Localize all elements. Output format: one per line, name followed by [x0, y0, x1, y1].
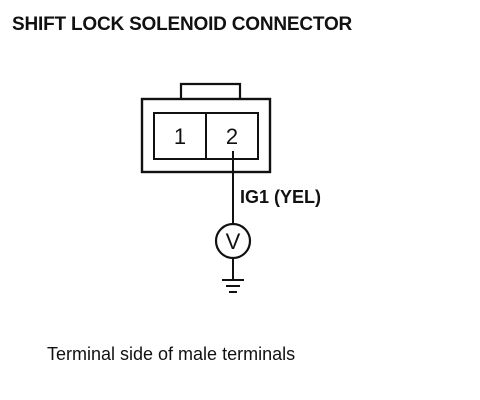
diagram-caption: Terminal side of male terminals — [47, 344, 296, 364]
voltmeter-icon: V — [214, 222, 252, 260]
terminal-1-label: 1 — [174, 124, 186, 149]
voltmeter-symbol: V — [226, 229, 241, 254]
diagram-title: SHIFT LOCK SOLENOID CONNECTOR — [12, 14, 353, 35]
connector-housing — [140, 97, 272, 174]
terminal-2-label: 2 — [226, 124, 238, 149]
wire-label: IG1 (YEL) — [240, 187, 321, 207]
connector-lock-tab — [179, 82, 242, 99]
ground-icon — [222, 279, 244, 293]
